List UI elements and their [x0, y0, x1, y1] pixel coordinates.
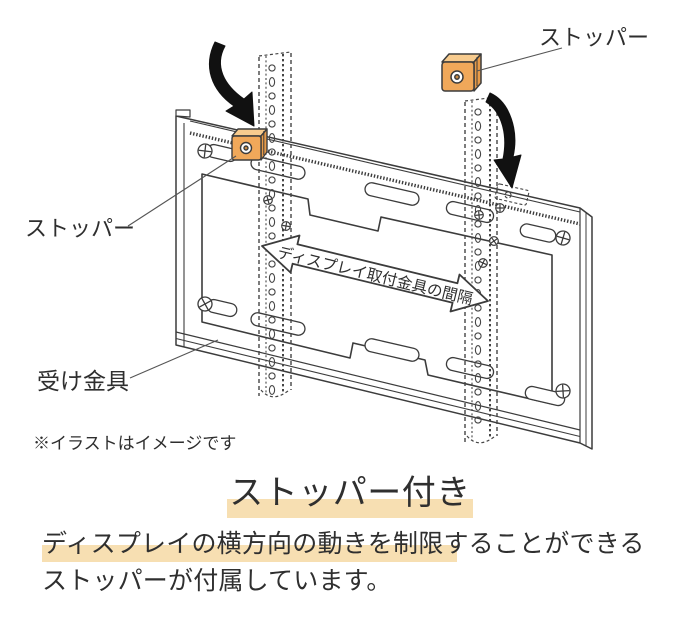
bracket-label: 受け金具 — [37, 368, 129, 394]
stopper-label-top: ストッパー — [539, 25, 649, 50]
display-bracket-rail-right — [464, 96, 498, 444]
wall-mount-illustration: ディスプレイ取付金具の間隔 ストッパー ストッパー 受け金具 ※イラストはイメー… — [25, 25, 649, 453]
body-text-rest: することができる — [443, 530, 645, 558]
body-text-line2: ストッパーが付属しています。 — [42, 567, 392, 595]
section-title: ストッパー付き — [0, 472, 700, 518]
stopper-label-left: ストッパー — [25, 216, 135, 241]
insert-arrow-right-icon — [485, 92, 522, 189]
section-body: ディスプレイの横方向の動きを制限することができる ストッパーが付属しています。 — [42, 526, 682, 600]
stopper-block-floating — [441, 53, 482, 92]
stopper-block-left — [231, 128, 268, 161]
stopper-ghost-outline — [494, 183, 530, 206]
insert-arrow-left-icon — [208, 41, 255, 127]
section-title-highlight: ストッパー付き — [227, 474, 473, 518]
body-highlighted-text: ディスプレイの横方向の動きを制限 — [42, 530, 458, 562]
illustration-note: ※イラストはイメージです — [33, 434, 236, 453]
leader-lines — [127, 47, 563, 379]
